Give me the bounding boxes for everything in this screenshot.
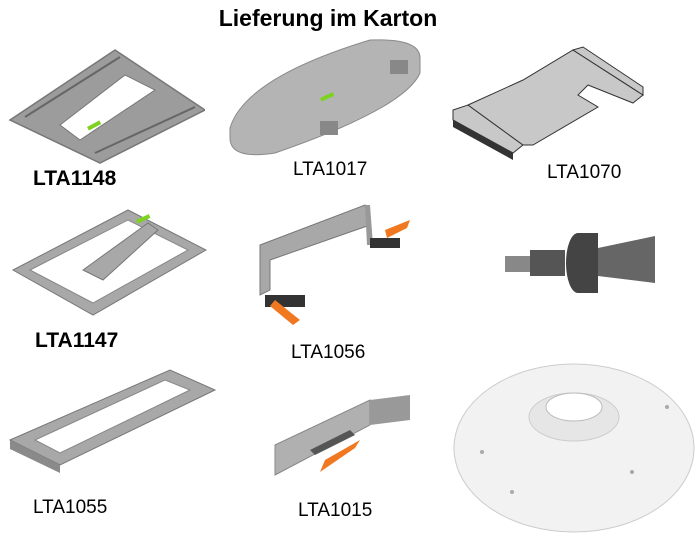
product-label: LTA1056 <box>291 342 366 363</box>
product-label: LTA1148 <box>33 167 117 190</box>
product-label: LTA1017 <box>293 159 368 180</box>
product-image-angle-stop <box>274 395 410 476</box>
page-title: Lieferung im Karton <box>218 5 438 31</box>
product-image-curved-cover-plate <box>229 39 421 156</box>
product-label: LTA1070 <box>547 162 622 183</box>
product-label: LTA1015 <box>298 500 373 521</box>
product-image-clamp-bracket <box>259 204 410 325</box>
product-image-setting-gauge <box>452 46 644 160</box>
product-label: LTA1055 <box>33 497 108 518</box>
product-image-frame-with-template <box>11 209 208 316</box>
product-label: LTA1147 <box>35 329 119 352</box>
product-image-long-frame <box>8 369 217 473</box>
product-image-round-base-plate <box>453 363 695 533</box>
product-image-router-bit <box>505 233 655 293</box>
product-image-router-base-plate <box>8 49 205 164</box>
